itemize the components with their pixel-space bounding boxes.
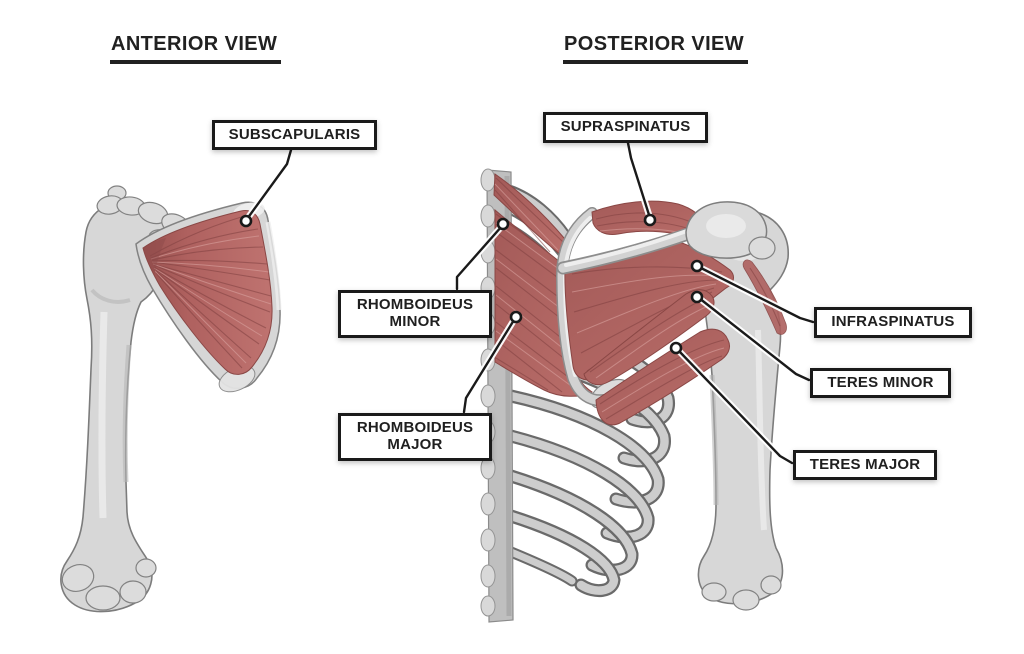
leader-line-rhomboideus-minor [455,224,504,291]
leader-line-supraspinatus [626,141,652,220]
leader-dot-teres-major [669,341,683,355]
leader-line-subscapularis [245,148,293,221]
posterior-illustration [480,168,789,623]
humerus-anterior [60,200,169,613]
label-teres-major: TERES MAJOR [793,450,937,480]
leader-dot-rhomboideus-major [509,310,523,324]
subscapularis-muscle [142,210,273,375]
label-rhomboideus-major: RHOMBOIDEUS MAJOR [338,413,492,461]
label-subscapularis: SUBSCAPULARIS [212,120,377,150]
leader-dot-supraspinatus [643,213,657,227]
teres-major-muscle [595,328,731,426]
anterior-view-heading: ANTERIOR VIEW [110,33,282,64]
leader-dot-infraspinatus [690,259,704,273]
label-infraspinatus: INFRASPINATUS [814,307,972,338]
leader-line-infraspinatus [697,265,815,324]
teres-minor-muscle [583,289,715,386]
leader-line-rhomboideus-major [462,318,516,414]
leader-dot-teres-minor [690,290,704,304]
label-rhomboideus-minor: RHOMBOIDEUS MINOR [338,290,492,338]
leader-dot-subscapularis [239,214,253,228]
leader-line-teres-major [676,348,794,465]
posterior-view-heading: POSTERIOR VIEW [563,33,749,64]
leader-lines [239,139,817,467]
leader-dot-rhomboideus-minor [496,217,510,231]
label-supraspinatus: SUPRASPINATUS [543,112,708,143]
rhomboideus-minor-muscle [493,173,567,256]
anterior-illustration [60,185,282,613]
acromion [685,201,776,260]
label-teres-minor: TERES MINOR [810,368,951,398]
leader-line-teres-minor [697,296,811,382]
